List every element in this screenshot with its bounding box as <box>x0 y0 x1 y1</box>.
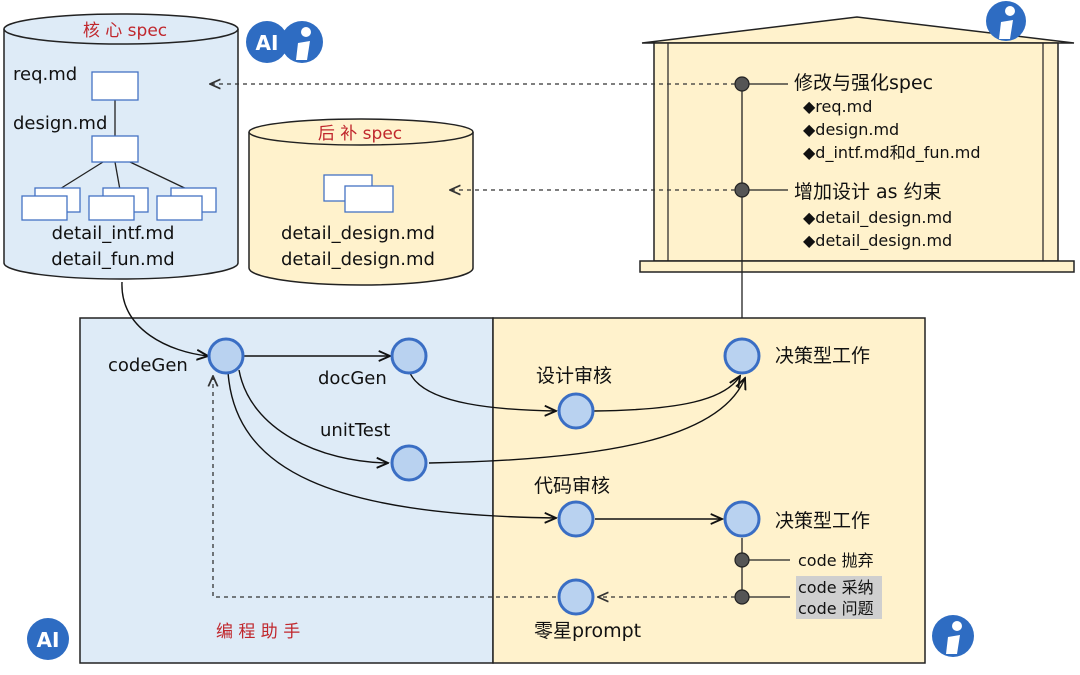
supp-spec-title: 后 补 spec <box>318 124 402 144</box>
add-item-2: ◆detail_design.md <box>803 231 952 251</box>
info-person-icon-top-right <box>986 1 1026 41</box>
decision2-node <box>723 500 761 538</box>
spec-to-codegen-edge <box>121 281 208 356</box>
codegen-label: codeGen <box>108 355 188 376</box>
codegen-node <box>207 337 245 375</box>
req-md-label: req.md <box>13 64 77 85</box>
misc-prompt-node <box>557 578 595 616</box>
design-doc-icon <box>91 135 139 163</box>
modify-item-req: ◆req.md <box>803 97 872 116</box>
modify-item-design: ◆design.md <box>803 120 899 139</box>
human-house-panel <box>639 16 1075 273</box>
codegen-to-unittest-edge <box>238 369 388 463</box>
add-junction-dot <box>734 182 750 198</box>
ai-badge-icon-bottom: AI <box>27 618 69 660</box>
supp-file1-label: detail_design.md <box>281 223 435 244</box>
core-doc-tree <box>21 71 217 221</box>
code-discard-label: code 抛弃 <box>798 551 874 570</box>
supp-file2-label: detail_design.md <box>281 249 435 270</box>
svg-text:AI: AI <box>256 31 279 55</box>
core-spec-title: 核 心 spec <box>83 21 167 41</box>
unittest-to-decision-edge <box>428 378 745 464</box>
code-issue-label: code 问题 <box>798 599 874 618</box>
assistant-zone-label: 编 程 助 手 <box>216 622 300 642</box>
intf-doc-front-icon <box>21 195 68 221</box>
ai-badge-icon: AI <box>246 21 288 63</box>
detail-fun-label: detail_fun.md <box>51 249 174 270</box>
decision1-label: 决策型工作 <box>775 345 870 367</box>
misc-prompt-label: 零星prompt <box>534 620 641 642</box>
codegen-to-code-review-edge <box>227 371 556 518</box>
discard-junction-dot <box>734 552 750 568</box>
docgen-node <box>390 337 428 375</box>
decision2-label: 决策型工作 <box>775 510 870 532</box>
modify-junction-dot <box>734 76 750 92</box>
accept-junction-dot <box>734 589 750 605</box>
prompt-to-codegen-arrow <box>213 376 556 598</box>
detail-intf-label: detail_intf.md <box>52 223 175 244</box>
docgen-label: docGen <box>318 368 387 389</box>
info-person-icon-bottom <box>932 615 974 657</box>
unittest-label: unitTest <box>320 420 390 441</box>
info-person-icon <box>281 21 323 63</box>
add-design-title: 增加设计 as 约束 <box>794 181 942 203</box>
unittest-node <box>390 444 428 482</box>
accept-issue-highlight <box>796 576 882 619</box>
req-doc-icon <box>91 71 139 101</box>
extra-doc-front-icon <box>156 195 203 221</box>
ai-assistant-zone <box>79 317 494 664</box>
svg-text:AI: AI <box>37 628 60 652</box>
decision1-node <box>723 337 761 375</box>
modify-spec-title: 修改与强化spec <box>794 72 933 94</box>
code-review-label: 代码审核 <box>534 475 610 497</box>
design-review-to-decision-edge <box>593 376 740 412</box>
design-md-label: design.md <box>13 113 107 134</box>
supp-doc-front-icon <box>344 185 394 213</box>
code-accept-label: code 采纳 <box>798 578 874 597</box>
fun-doc-front-icon <box>88 195 135 221</box>
add-item-1: ◆detail_design.md <box>803 208 952 228</box>
design-review-node <box>557 392 595 430</box>
code-review-node <box>557 500 595 538</box>
design-review-label: 设计审核 <box>536 365 612 387</box>
docgen-to-design-review-edge <box>409 372 556 411</box>
modify-item-intf-fun: ◆d_intf.md和d_fun.md <box>803 143 981 163</box>
